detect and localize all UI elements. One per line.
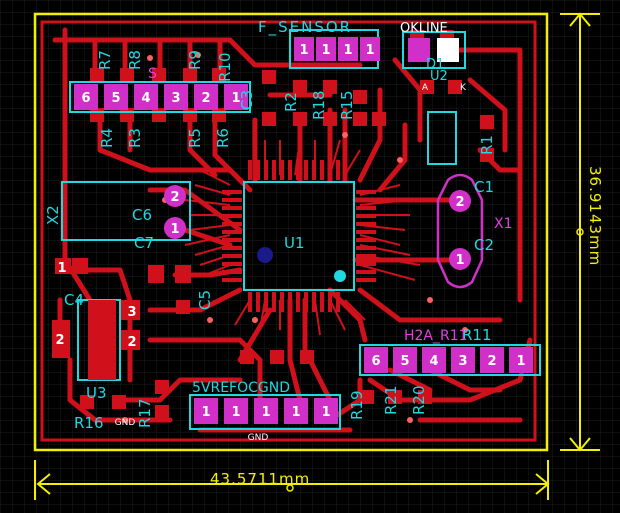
board-outline — [33, 12, 549, 452]
led-cathode-mark: K — [460, 83, 467, 93]
bottom-pin-1: 1 — [201, 405, 210, 420]
led-pad-2 — [437, 38, 459, 62]
label-top-header-overlap: OKLINE — [400, 21, 448, 36]
label-r19: R19 — [348, 390, 366, 420]
top-pin-1: 1 — [299, 43, 308, 58]
top-pin-3: 1 — [343, 43, 352, 58]
label-u1: U1 — [284, 234, 305, 252]
label-r20: R20 — [410, 385, 428, 415]
label-r10: R10 — [216, 52, 234, 82]
s-pin-4: 3 — [171, 91, 180, 106]
label-r4: R4 — [98, 128, 116, 148]
gnd-mark-bottom: GND — [248, 433, 269, 443]
h2a-pin-3: 4 — [429, 354, 438, 369]
x2-pin-1: 1 — [170, 222, 179, 237]
label-right-header: H2A_R11 — [404, 328, 468, 344]
label-c3: C3 — [238, 90, 256, 110]
s-pin-2: 5 — [111, 91, 120, 106]
label-bottom-header: 5VREFOCGND — [192, 380, 290, 396]
u3-pin-3: 3 — [127, 305, 136, 320]
bottom-pin-2: 1 — [231, 405, 240, 420]
dimension-horizontal — [34, 460, 550, 500]
label-r18: R18 — [310, 90, 328, 120]
label-x1: X1 — [494, 216, 513, 232]
s-pin-3: 4 — [141, 91, 150, 106]
s-pin-5: 2 — [201, 91, 210, 106]
gnd-mark-left: GND — [115, 418, 136, 428]
label-r2: R2 — [282, 92, 300, 112]
header-bottom-pads — [194, 398, 338, 424]
x1-pin-2: 2 — [455, 195, 464, 210]
copper-layer — [40, 20, 537, 442]
label-x2: X2 — [44, 205, 62, 225]
label-top-header: F_SENSOR — [258, 18, 352, 37]
label-u3: U3 — [86, 384, 107, 402]
x2-pin-2: 2 — [170, 190, 179, 205]
crystal-x2-pads — [164, 185, 186, 239]
u3-pin-2b: 2 — [127, 335, 136, 350]
label-s: S — [148, 66, 157, 82]
c4-pin-1: 1 — [57, 261, 66, 276]
crystal-x1-pads — [449, 190, 471, 270]
label-c6: C6 — [132, 206, 152, 224]
label-c1: C1 — [474, 178, 494, 196]
label-r3: R3 — [126, 128, 144, 148]
h2a-pin-2: 5 — [400, 354, 409, 369]
label-u2: U2 — [430, 69, 448, 84]
top-pin-2: 1 — [321, 43, 330, 58]
header-h2a-pads — [364, 347, 533, 373]
label-r7: R7 — [96, 50, 114, 70]
header-top-pads — [294, 37, 380, 61]
s-pin-1: 6 — [81, 91, 90, 106]
top-pin-4: 1 — [365, 43, 374, 58]
bottom-pin-3: 1 — [261, 405, 270, 420]
h2a-pin-6: 1 — [516, 354, 525, 369]
label-r6: R6 — [214, 128, 232, 148]
dimension-width-label: 43.5711mm — [210, 470, 310, 488]
dimension-vertical-mid — [576, 228, 584, 236]
bottom-pin-4: 1 — [291, 405, 300, 420]
dimension-vertical — [560, 12, 600, 452]
dimension-horizontal-mid — [286, 484, 294, 492]
crystal-x1-outline — [436, 173, 484, 289]
h2a-pin-5: 2 — [487, 354, 496, 369]
label-d1: D1 — [426, 57, 444, 72]
label-c7: C7 — [134, 234, 154, 252]
u1-fiducial — [257, 247, 273, 263]
label-r11: R11 — [462, 326, 492, 344]
label-r9: R9 — [186, 50, 204, 70]
label-r1: R1 — [478, 135, 496, 155]
s-pin-6: 1 — [231, 91, 240, 106]
led-anode-mark: A — [422, 83, 429, 93]
led-pad-1 — [408, 38, 430, 62]
label-r15: R15 — [338, 90, 356, 120]
header-s-pads — [74, 84, 248, 110]
label-r16: R16 — [74, 414, 104, 432]
bottom-pin-5: 1 — [321, 405, 330, 420]
x1-pin-1: 1 — [455, 253, 464, 268]
label-c2: C2 — [474, 236, 494, 254]
label-r17: R17 — [136, 398, 154, 428]
u1-pin1-dot — [334, 270, 346, 282]
dimension-height-label: 36.9143mm — [586, 166, 604, 266]
u3-pad-large — [88, 300, 116, 380]
h2a-pin-1: 6 — [371, 354, 380, 369]
label-r8: R8 — [126, 50, 144, 70]
h2a-pin-4: 3 — [458, 354, 467, 369]
label-c4: C4 — [64, 291, 84, 309]
label-c5: C5 — [196, 290, 214, 310]
label-r21: R21 — [382, 385, 400, 415]
u3-pin-2a: 2 — [55, 333, 64, 348]
label-r5: R5 — [186, 128, 204, 148]
